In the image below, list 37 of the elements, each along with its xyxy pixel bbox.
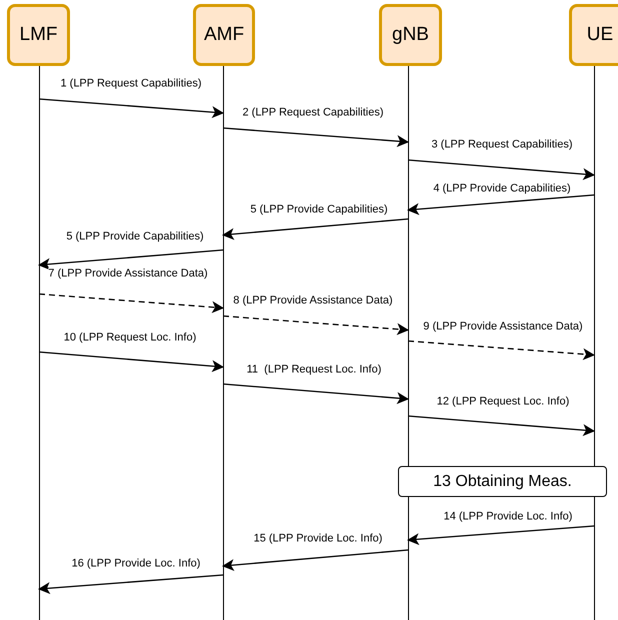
arrow: [38, 574, 224, 594]
arrow: [38, 249, 224, 270]
participant-box: gNB: [379, 4, 442, 66]
dashed-arrow: [222, 315, 409, 336]
edge-label: 11 (LPP Request Loc. Info): [246, 364, 382, 376]
edge-label: 16 (LPP Provide Loc. Info): [72, 558, 200, 570]
process-box: 13 Obtaining Meas.: [398, 466, 607, 497]
arrow: [38, 98, 224, 118]
arrow: [408, 159, 595, 180]
edge-label: 10 (LPP Request Loc. Info): [64, 332, 196, 344]
edge-label: 9 (LPP Provide Assistance Data): [423, 320, 583, 334]
lifeline: [38, 66, 40, 620]
dashed-arrow: [408, 340, 595, 360]
edge-label: 3 (LPP Request Capabilities): [431, 138, 573, 152]
participant-box: LMF: [7, 4, 70, 66]
edge-label: 8 (LPP Provide Assistance Data): [233, 294, 393, 308]
edge-label: 14 (LPP Provide Loc. Info): [444, 510, 572, 524]
arrow: [222, 549, 408, 572]
arrow: [407, 194, 594, 216]
dashed-arrow: [38, 293, 224, 314]
arrow: [222, 218, 408, 240]
arrow: [38, 351, 224, 372]
edge-label: 5 (LPP Provide Capabilities): [66, 230, 204, 244]
edge-label: 4 (LPP Provide Capabilities): [433, 182, 571, 196]
arrow: [408, 415, 595, 436]
edge-label: 1 (LPP Request Capabilities): [60, 78, 202, 90]
arrow: [222, 127, 409, 148]
edge-label: 2 (LPP Request Capabilities): [242, 106, 384, 120]
participant-box: UE: [569, 4, 618, 66]
edge-label: 12 (LPP Request Loc. Info): [436, 396, 570, 408]
arrow: [222, 383, 409, 404]
edge-label: 7 (LPP Provide Assistance Data): [48, 268, 208, 280]
arrow: [407, 525, 594, 546]
edge-label: 5 (LPP Provide Capabilities): [250, 204, 388, 216]
edge-label: 15 (LPP Provide Loc. Info): [254, 532, 382, 546]
participant-box: AMF: [193, 4, 255, 66]
lifeline: [222, 66, 224, 620]
